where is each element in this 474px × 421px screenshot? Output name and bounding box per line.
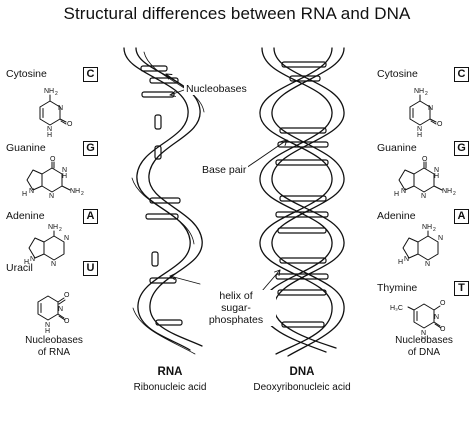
atom-nh2: NH [70,188,80,195]
atom-n: N [404,256,409,263]
rna-base-sticks [140,65,183,326]
atom-o: O [440,300,446,307]
diagram-title: Structural differences between RNA and D… [63,4,411,23]
atom-h: H [394,191,399,198]
atom-nh2: NH [414,88,424,95]
rna-uracil-structure [37,295,66,321]
atom-n: N [58,105,63,112]
atom-n: N [45,322,50,329]
dna-nucleobases-caption: Nucleobases of DNA [384,335,464,359]
atom-nh2-sub: 2 [425,91,428,97]
rna-base-label-cytosine: Cytosine [6,68,47,80]
atom-n: N [434,314,439,321]
dna-base-label-cytosine: Cytosine [377,68,418,80]
atom-n: N [49,193,54,200]
rna-helix [123,47,205,355]
atom-nh2-sub: 2 [55,91,58,97]
rna-guanine-structure [26,161,71,193]
dna-base-letter-g: G [454,141,469,156]
rna-base-label-guanine: Guanine [6,142,46,154]
dna-base-label-thymine: Thymine [377,282,418,294]
rna-fullname: Ribonucleic acid [133,382,207,393]
dna-cytosine-structure [409,94,437,126]
dna-base-letter-t: T [454,281,469,296]
atom-h: H [417,132,422,139]
atom-n: N [421,330,426,337]
rna-base-letter-c: C [83,67,98,82]
rna-nucleobases-caption: Nucleobases of RNA [14,335,94,359]
atom-h: H [22,191,27,198]
dna-guanine-structure [398,161,443,193]
rna-cytosine-structure [39,94,67,126]
atom-h: H [45,328,50,335]
atom-h: H [421,336,426,343]
atom-n: N [29,188,34,195]
atom-n: N [401,188,406,195]
atom-n: N [30,256,35,263]
atom-labels: NH 2 N N O H O N H NH 2 H N N NH 2 N H N… [22,88,456,343]
atom-h: H [434,173,439,180]
atom-o: O [422,156,428,163]
atom-nh2-sub: 2 [81,191,84,197]
atom-nh2-sub: 2 [433,227,436,233]
rna-adenine-structure [28,230,65,261]
atom-n: N [428,105,433,112]
atom-nh2-sub: 2 [453,191,456,197]
dna-base-letter-c: C [454,67,469,82]
atom-nh2: NH [422,224,432,231]
dna-caption-line1: Nucleobases [395,335,453,346]
callout-nucleobases: Nucleobases [184,83,249,95]
atom-h: H [24,259,29,266]
atom-o: O [67,121,73,128]
atom-nh2: NH [442,188,452,195]
callout-base-pair: Base pair [200,164,249,176]
rna-caption-line1: Nucleobases [25,335,83,346]
dna-base-letter-a: A [454,209,469,224]
dna-caption-line2: of DNA [407,347,441,358]
rna-base-letter-a: A [83,209,98,224]
dna-base-label-guanine: Guanine [377,142,417,154]
atom-n: N [434,167,439,174]
atom-nh2: NH [44,88,54,95]
rna-caption-line2: of RNA [37,347,71,358]
atom-o: O [64,292,70,299]
atom-h: H [47,132,52,139]
atom-o: O [64,318,70,325]
atom-nh2: NH [48,224,58,231]
atom-o: O [437,121,443,128]
atom-n: N [425,261,430,268]
rna-base-label-uracil: Uracil [6,262,33,274]
atom-n: N [51,261,56,268]
dna-thymine-structure [407,303,442,329]
rna-base-label-adenine: Adenine [6,210,45,222]
rna-base-letter-u: U [83,261,98,276]
atom-n: N [62,167,67,174]
atom-n: N [417,126,422,133]
dna-adenine-structure [402,230,439,261]
callout-arrows [165,73,288,299]
dna-base-label-adenine: Adenine [377,210,416,222]
atom-h: H [398,259,403,266]
callout-helix: helix of sugar-phosphates [196,290,276,326]
atom-nh2-sub: 2 [59,227,62,233]
atom-n: N [64,235,69,242]
dna-base-pairs [275,61,329,328]
atom-h3c: H₃C [390,305,403,312]
callout-helix-line1: helix of [219,290,253,302]
rna-base-letter-g: G [83,141,98,156]
atom-n: N [58,306,63,313]
callout-helix-line2: sugar-phosphates [208,302,264,326]
atom-o: O [50,156,56,163]
atom-n: N [47,126,52,133]
atom-n: N [438,235,443,242]
dna-fullname: Deoxyribonucleic acid [253,382,351,393]
atom-n: N [421,193,426,200]
atom-h: H [62,173,67,180]
dna-label: DNA [289,366,315,378]
rna-label: RNA [157,366,183,378]
atom-o: O [440,326,446,333]
